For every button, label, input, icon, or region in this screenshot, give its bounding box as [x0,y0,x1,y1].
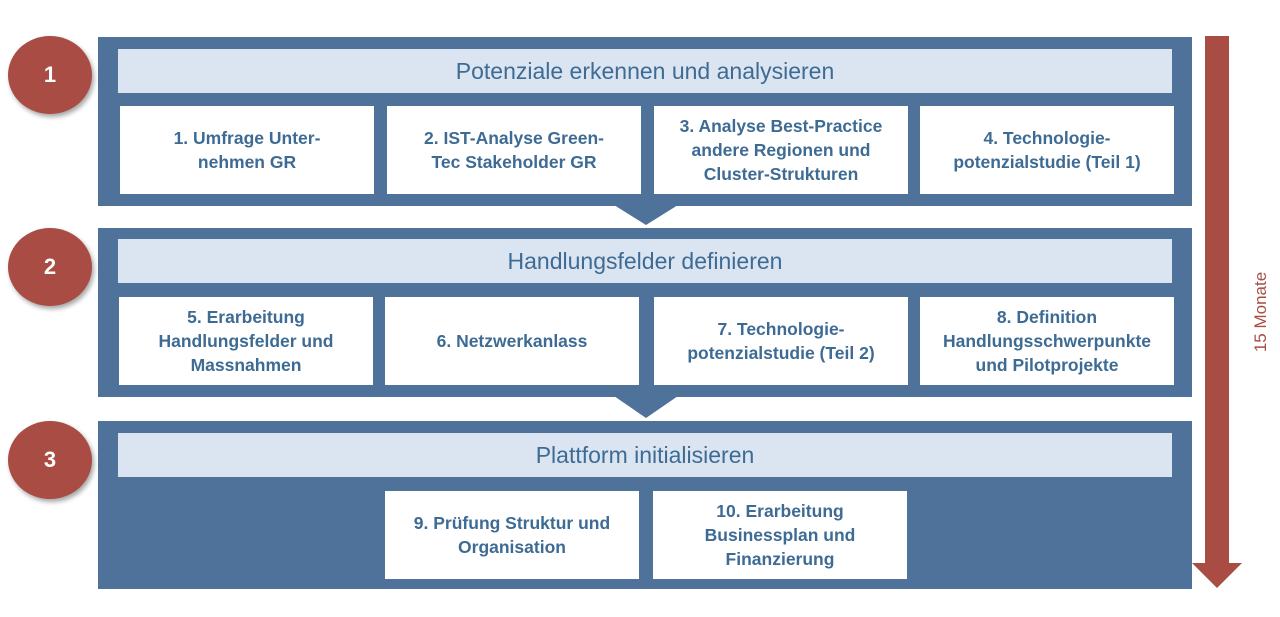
task-1: 1. Umfrage Unter- nehmen GR [120,106,374,194]
phase-3-title: Plattform initialisieren [118,433,1172,477]
down-arrow-icon [614,396,678,418]
phase-2-panel: Handlungsfelder definieren 5. Erarbeitun… [98,228,1192,397]
task-3: 3. Analyse Best-Practice andere Regionen… [654,106,908,194]
task-9: 9. Prüfung Struktur und Organisation [385,491,639,579]
phase-1-badge: 1 [8,36,92,114]
phase-1-title: Potenziale erkennen und analysieren [118,49,1172,93]
phase-3-panel: Plattform initialisieren 9. Prüfung Stru… [98,421,1192,589]
task-5: 5. Erarbeitung Handlungsfelder und Massn… [119,297,373,385]
down-arrow-icon [614,205,678,225]
task-8: 8. Definition Handlungsschwerpunkte und … [920,297,1174,385]
phase-1-panel: Potenziale erkennen und analysieren 1. U… [98,37,1192,206]
timeline-duration-label: 15 Monate [1251,271,1270,353]
task-4: 4. Technologie- potenzialstudie (Teil 1) [920,106,1174,194]
task-10: 10. Erarbeitung Businessplan und Finanzi… [653,491,907,579]
phase-3-badge: 3 [8,421,92,499]
phase-2-badge: 2 [8,228,92,306]
task-6: 6. Netzwerkanlass [385,297,639,385]
timeline-arrow-icon [1192,36,1242,588]
phase-2-title: Handlungsfelder definieren [118,239,1172,283]
task-7: 7. Technologie- potenzialstudie (Teil 2) [654,297,908,385]
task-2: 2. IST-Analyse Green- Tec Stakeholder GR [387,106,641,194]
